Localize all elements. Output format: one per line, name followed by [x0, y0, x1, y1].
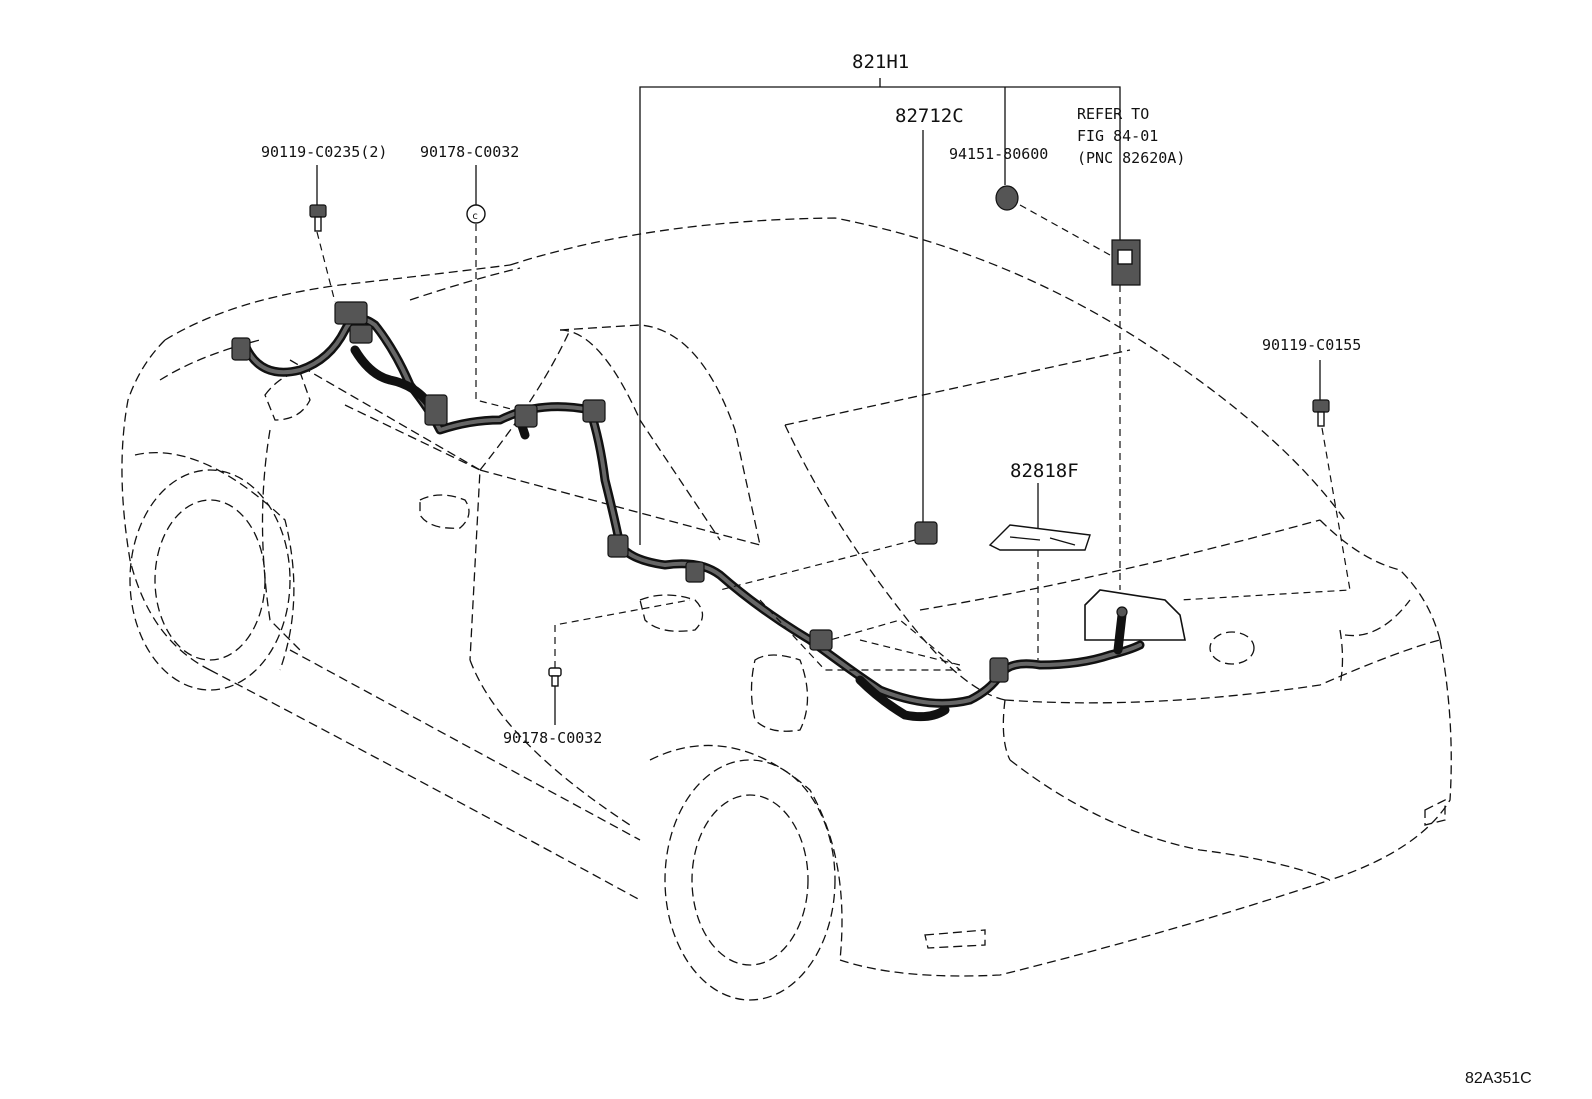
- label-refer-line3: (PNC 82620A): [1077, 149, 1185, 167]
- leader-lines: [316, 78, 1321, 725]
- label-bolt-rear: 90119-C0155: [1262, 336, 1361, 354]
- refer-connector: [1111, 239, 1141, 286]
- labels: 821H1 82712C REFER TO FIG 84-01 (PNC 826…: [261, 51, 1532, 1087]
- label-harness-sub: 82712C: [895, 105, 964, 127]
- diagram-code: 82A351C: [1465, 1070, 1532, 1087]
- label-assembly: 821H1: [852, 51, 909, 73]
- wire-harness: [231, 301, 1145, 722]
- svg-text:c: c: [472, 211, 478, 222]
- grommet: [995, 185, 1019, 211]
- bracket: [988, 524, 1091, 551]
- label-bracket: 82818F: [1010, 460, 1079, 482]
- clip-lower: [548, 667, 562, 687]
- car-body-outline: [121, 217, 1452, 1001]
- label-bolt-front: 90119-C0235(2): [261, 143, 387, 161]
- label-clip-lower: 90178-C0032: [503, 729, 602, 747]
- clip-front: c: [466, 204, 486, 224]
- label-clip-front: 90178-C0032: [420, 143, 519, 161]
- label-refer-line1: REFER TO: [1077, 105, 1149, 123]
- label-refer-line2: FIG 84-01: [1077, 127, 1158, 145]
- label-grommet: 94151-80600: [949, 145, 1048, 163]
- bolt-front: [309, 204, 327, 232]
- harness-sub-connector: [914, 521, 938, 545]
- bolt-rear: [1312, 399, 1330, 427]
- dashed-leaders: [316, 204, 1351, 671]
- rear-module: [1084, 589, 1186, 641]
